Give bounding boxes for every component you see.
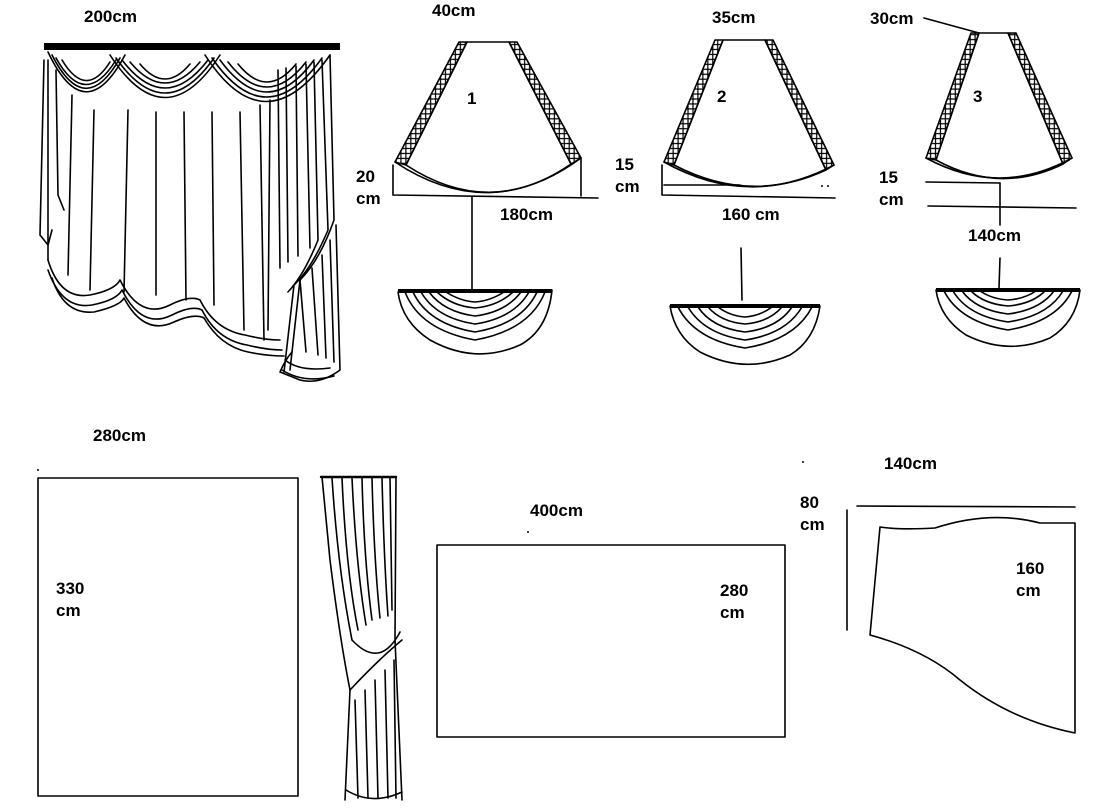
jabot-pattern-piece — [846, 505, 1076, 734]
swag-3-right-edge-band — [1007, 32, 1073, 165]
swag-1-top-width-label: 40cm — [432, 1, 476, 20]
swag-3-number-label: 3 — [973, 87, 983, 106]
swag-1-bottom-curve — [394, 157, 582, 194]
valance-width-label: 400cm — [530, 501, 583, 520]
jabot-width-label: 140cm — [884, 454, 937, 473]
curtain-jabot — [277, 54, 341, 383]
swag-1-bottom-width-label: 180cm — [500, 205, 553, 224]
swag-1-left-edge-band — [394, 41, 468, 166]
curtain-hem — [47, 259, 285, 357]
swag-2-drop-label: 15 cm — [615, 155, 640, 196]
valance-height-label: 280 cm — [720, 581, 749, 622]
swag-2-top-width-label: 35cm — [712, 8, 756, 27]
drape-sketch — [319, 475, 403, 801]
panel-pattern-rectangle — [37, 477, 299, 797]
swag-1-drop-label: 20 cm — [356, 167, 381, 208]
curtain-folds — [39, 59, 271, 341]
swag-3-top-width-label: 30cm — [870, 9, 914, 28]
curtain-width-label: 200cm — [84, 7, 137, 26]
swag-3-drop-label: 15 cm — [879, 168, 904, 209]
jabot-long-side-label: 160 cm — [1016, 559, 1045, 600]
curtain-swags — [47, 51, 331, 103]
swag-2-right-edge-band — [764, 39, 835, 171]
swag-2-number-label: 2 — [717, 87, 727, 106]
swag-2-bottom-width-label: 160 cm — [722, 205, 780, 224]
panel-height-label: 330 cm — [56, 579, 85, 620]
swag-1-outline — [405, 41, 572, 194]
jabot-short-side-label: 80 cm — [800, 493, 825, 534]
swag-3-left-edge-band — [925, 32, 980, 161]
curtain-illustration — [39, 43, 341, 383]
swag-2-left-edge-band — [663, 39, 724, 166]
panel-width-label: 280cm — [93, 426, 146, 445]
swag-pattern-1 — [392, 41, 599, 355]
swag-pattern-3 — [923, 17, 1081, 348]
swag-pattern-2 — [661, 39, 836, 366]
swag-1-right-edge-band — [508, 41, 582, 165]
swag-3-bottom-width-label: 140cm — [968, 226, 1021, 245]
swag-1-number-label: 1 — [467, 89, 477, 108]
valance-pattern-rectangle — [436, 544, 786, 738]
curtain-rod — [44, 43, 340, 50]
